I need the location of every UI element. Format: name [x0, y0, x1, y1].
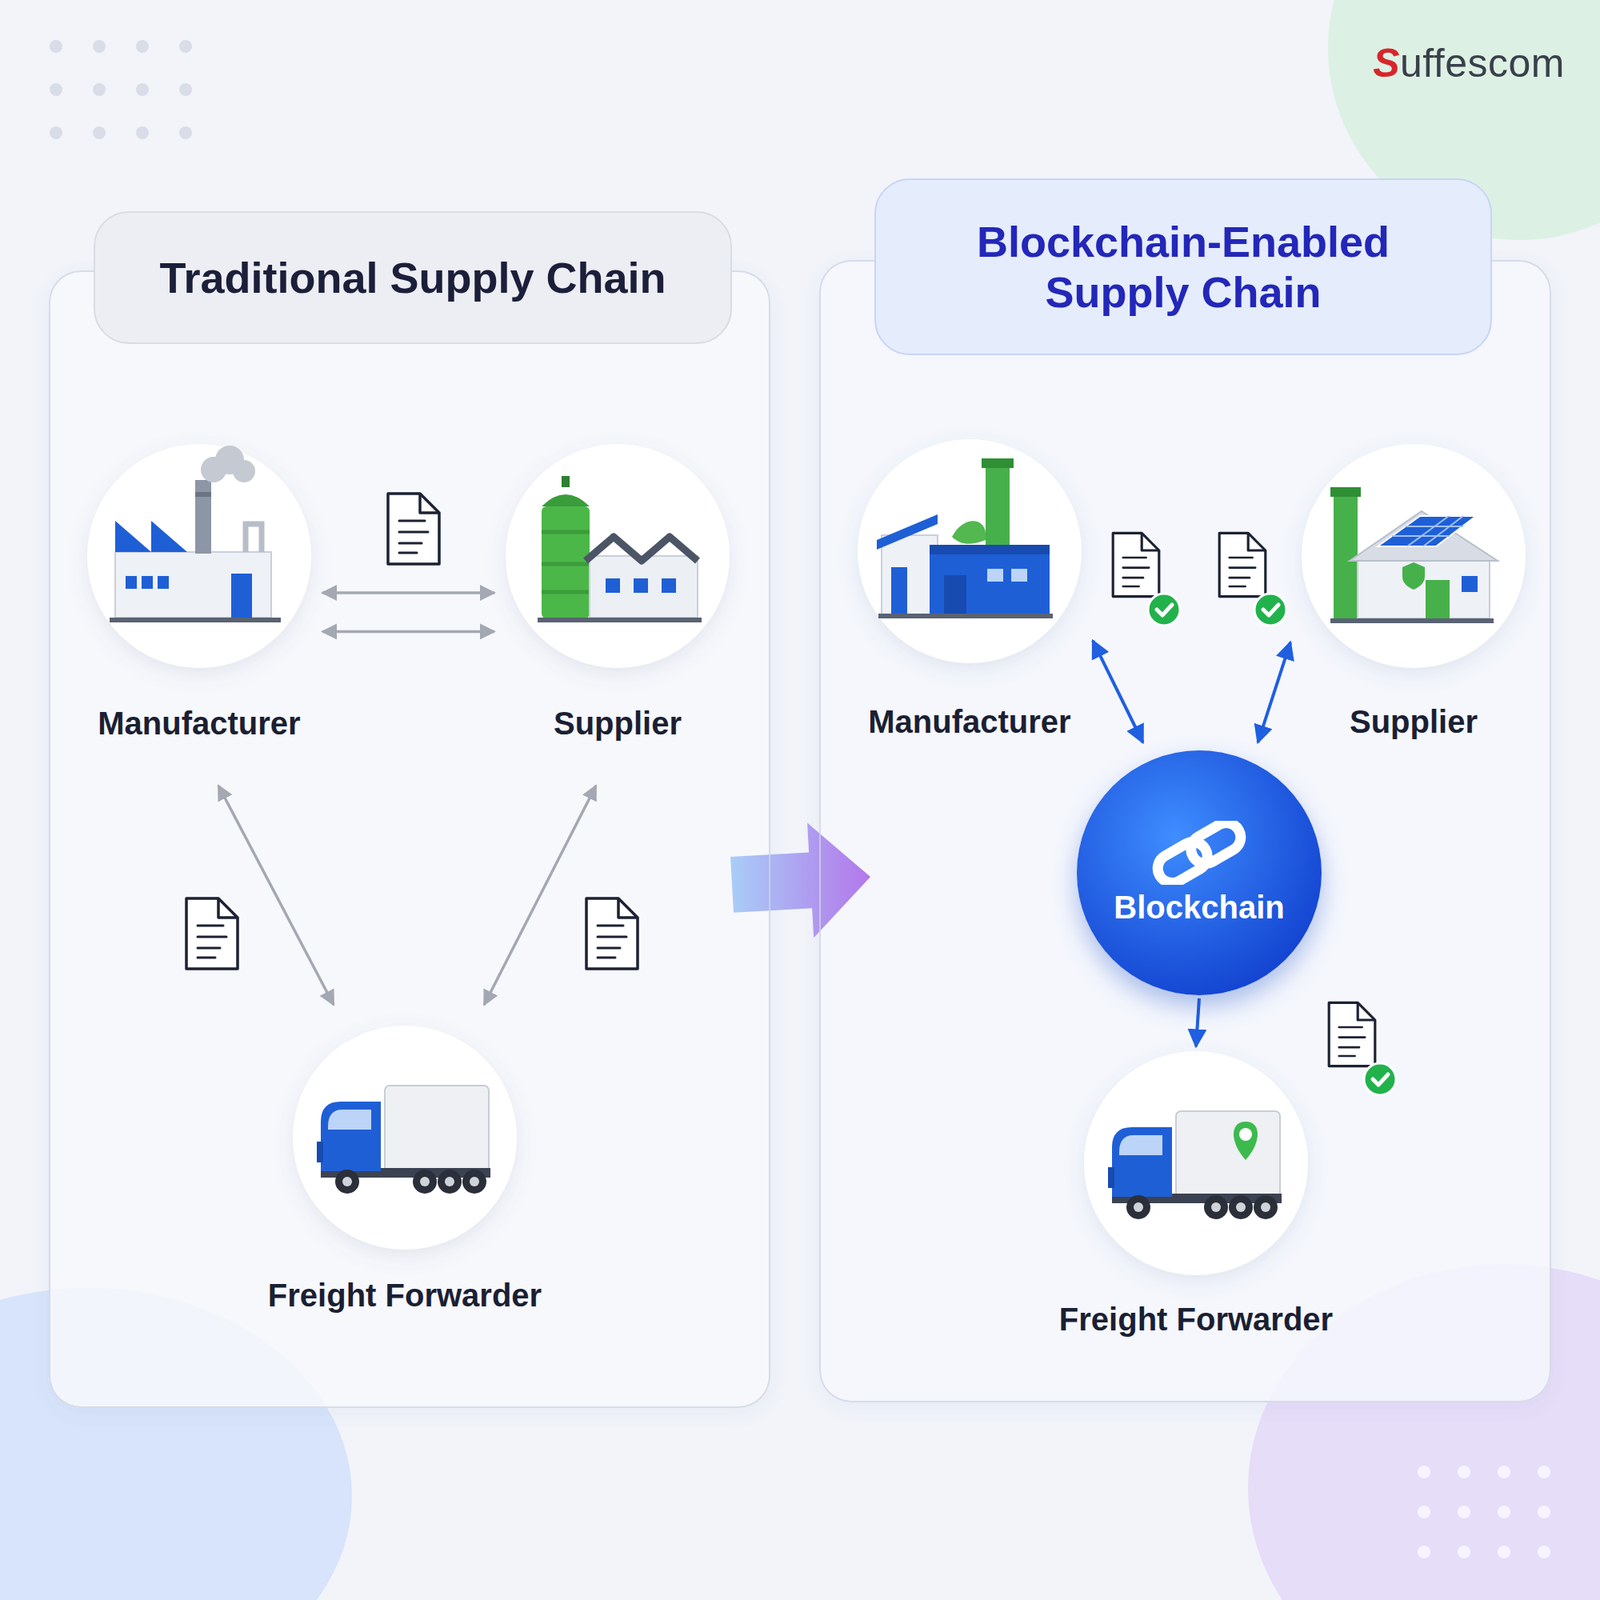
node-label: Supplier: [1349, 703, 1478, 740]
title-pill: Traditional Supply Chain: [93, 211, 732, 344]
check-badge: [1364, 1063, 1396, 1096]
title-pill: Blockchain-Enabled Supply Chain: [874, 178, 1492, 356]
solar-supplier-icon: [1330, 487, 1498, 624]
tracked-truck-icon: [1108, 1111, 1282, 1220]
connector-arrow: [218, 785, 334, 1005]
link-icon: [1147, 820, 1252, 885]
supplier-icon: [537, 476, 702, 623]
node-label: Supplier: [553, 704, 682, 742]
transition-arrow: [730, 823, 871, 939]
dot-grid: [49, 40, 192, 140]
connector-arrow: [1196, 998, 1200, 1047]
connector-arrow: [322, 630, 495, 634]
icon-slot: [1301, 444, 1526, 668]
actor-node: Manufacturer: [79, 444, 320, 742]
actor-node: Manufacturer: [849, 439, 1090, 740]
check-badge: [1254, 593, 1287, 626]
icon-slot: [1084, 1051, 1308, 1276]
verified-document-icon: [1112, 532, 1160, 596]
hub-label: Blockchain: [1113, 889, 1284, 926]
dot-grid: [1417, 1465, 1551, 1559]
panel-fill: [819, 260, 1552, 1403]
icon-slot: [292, 1025, 517, 1250]
icon-slot: [87, 444, 312, 668]
verified-document-icon: [1219, 532, 1266, 596]
node-label: Manufacturer: [97, 704, 300, 742]
brand-logo: Suffescom: [1372, 40, 1565, 87]
connector-arrow: [322, 591, 495, 595]
green-factory-icon: [876, 458, 1053, 619]
truck-icon: [316, 1085, 491, 1194]
panel-title: Blockchain-Enabled Supply Chain: [900, 216, 1467, 316]
icon-slot: [857, 439, 1082, 664]
icon-slot: [505, 444, 730, 668]
document-icon: [586, 898, 638, 969]
actor-node: Freight Forwarder: [268, 1025, 542, 1314]
panel-fill: [48, 270, 771, 1408]
blockchain-hub: Blockchain: [1076, 750, 1322, 996]
connector-arrow: [1257, 642, 1291, 743]
connector-arrow: [484, 785, 596, 1005]
actor-node: Supplier: [497, 444, 738, 742]
actor-node: Supplier: [1293, 444, 1534, 740]
panel: Blockchain-Enabled Supply ChainManufactu…: [819, 260, 1552, 1403]
connector-arrow: [1092, 640, 1144, 743]
node-label: Manufacturer: [868, 703, 1071, 740]
panel: Traditional Supply ChainManufacturerSupp…: [48, 270, 771, 1408]
icon-circle: [87, 439, 1526, 1276]
verified-document-icon: [1328, 1002, 1376, 1066]
panel-title: Traditional Supply Chain: [159, 252, 666, 303]
node-label: Freight Forwarder: [1059, 1300, 1333, 1338]
check-badge: [1148, 593, 1180, 626]
node-label: Freight Forwarder: [268, 1276, 542, 1314]
document-icon: [388, 493, 440, 564]
document-icon: [186, 898, 238, 969]
factory-icon: [109, 445, 281, 623]
actor-node: Freight Forwarder: [1059, 1051, 1333, 1338]
